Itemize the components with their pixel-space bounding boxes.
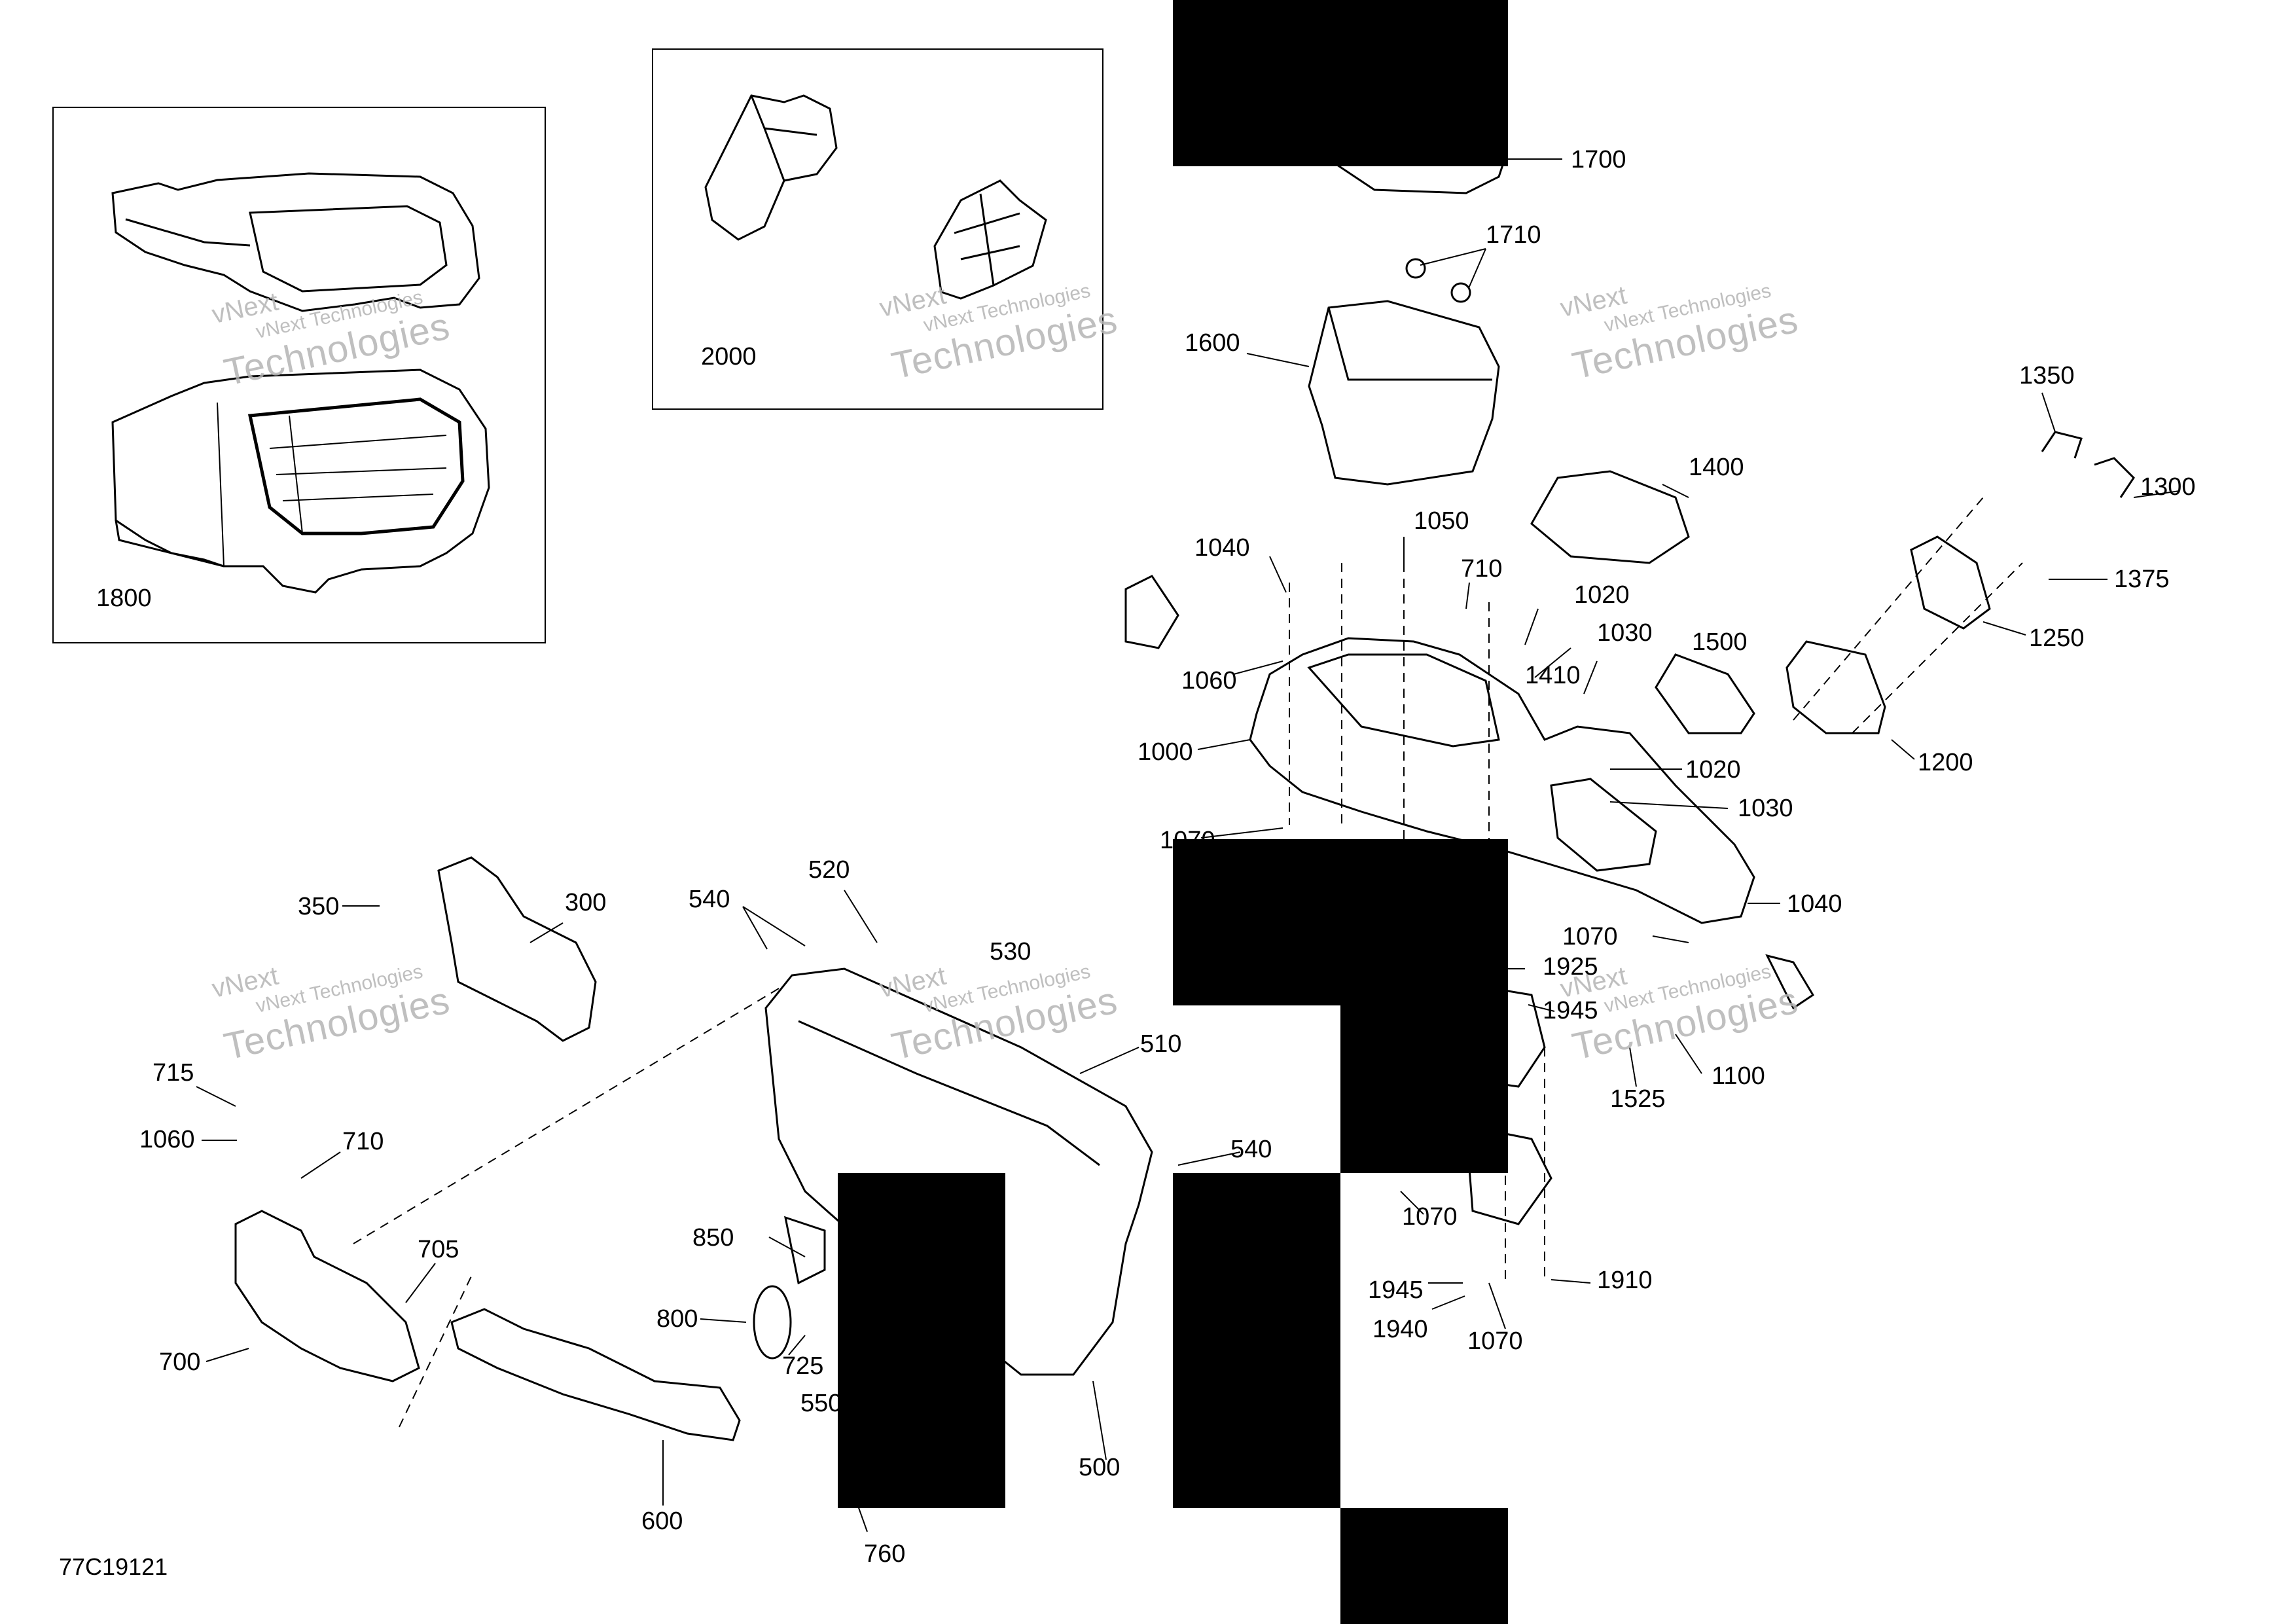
- part-label: 520: [808, 856, 850, 884]
- part-label: 530: [990, 938, 1031, 965]
- part-label: 500: [1079, 1454, 1121, 1481]
- part-label: 540: [689, 886, 730, 913]
- part-label: 760: [864, 1540, 906, 1568]
- part-label: 1410: [1525, 662, 1581, 689]
- part-label: 1300: [2140, 473, 2196, 501]
- part-label: 710: [342, 1128, 384, 1155]
- inset-box-1800: 1800: [52, 107, 546, 643]
- part-label: 1070: [1402, 1203, 1458, 1231]
- part-label: 1910: [1597, 1267, 1653, 1294]
- part-label: 1945: [1543, 997, 1598, 1024]
- part-label: 1100: [1712, 1062, 1765, 1090]
- part-label: 1925: [1543, 953, 1598, 981]
- rear-rack-frame-drawing: [111, 172, 490, 594]
- part-label: 510: [1140, 1030, 1182, 1058]
- bracket-parts-drawing: [704, 94, 1047, 300]
- part-label: 715: [152, 1059, 194, 1087]
- part-label: 1060: [1181, 667, 1237, 695]
- part-label: 1030: [1597, 619, 1653, 647]
- inset-box-2000: 2000: [652, 48, 1103, 410]
- part-label: 1050: [1414, 507, 1469, 535]
- redaction-block: [1340, 1005, 1508, 1173]
- redaction-block: [1340, 1508, 1508, 1624]
- part-label: 1060: [139, 1126, 195, 1153]
- part-label: 1400: [1689, 454, 1744, 481]
- part-label: 1020: [1685, 756, 1741, 784]
- part-label: 700: [159, 1348, 201, 1376]
- part-label: 1040: [1787, 890, 1842, 918]
- part-label: 1070: [1467, 1327, 1523, 1355]
- part-label: 1000: [1138, 738, 1193, 766]
- part-label: 1350: [2019, 362, 2075, 389]
- part-label: 1040: [1194, 534, 1250, 562]
- part-label: 1070: [1562, 923, 1618, 950]
- part-label: 1500: [1692, 628, 1748, 656]
- part-label: 800: [656, 1305, 698, 1333]
- part-label: 1710: [1486, 221, 1541, 249]
- diagram-code: 77C19121: [59, 1553, 168, 1580]
- part-label: 1945: [1368, 1276, 1424, 1304]
- part-label: 350: [298, 893, 340, 920]
- part-label: 550: [800, 1390, 842, 1417]
- part-label: 1030: [1738, 795, 1793, 822]
- redaction-block: [838, 1173, 1005, 1508]
- part-label: 1940: [1372, 1316, 1428, 1343]
- part-label: 1700: [1571, 146, 1626, 173]
- redaction-block: [1173, 0, 1508, 166]
- redaction-block: [1173, 1173, 1340, 1508]
- part-label: 300: [565, 889, 607, 916]
- part-label: 1525: [1610, 1085, 1666, 1113]
- inset-label-1800: 1800: [96, 585, 152, 612]
- inset-label-2000: 2000: [701, 343, 757, 370]
- part-label: 1600: [1185, 329, 1240, 357]
- part-label: 705: [418, 1236, 459, 1263]
- part-label: 850: [692, 1224, 734, 1252]
- part-label: 710: [1461, 555, 1503, 583]
- part-label: 1250: [2029, 624, 2085, 652]
- part-label: 725: [782, 1352, 824, 1380]
- redaction-block: [1173, 839, 1508, 1005]
- part-label: 540: [1230, 1136, 1272, 1163]
- part-label: 1200: [1918, 749, 1973, 776]
- part-label: 1375: [2114, 566, 2170, 593]
- part-label: 600: [641, 1507, 683, 1535]
- part-label: 1020: [1574, 581, 1630, 609]
